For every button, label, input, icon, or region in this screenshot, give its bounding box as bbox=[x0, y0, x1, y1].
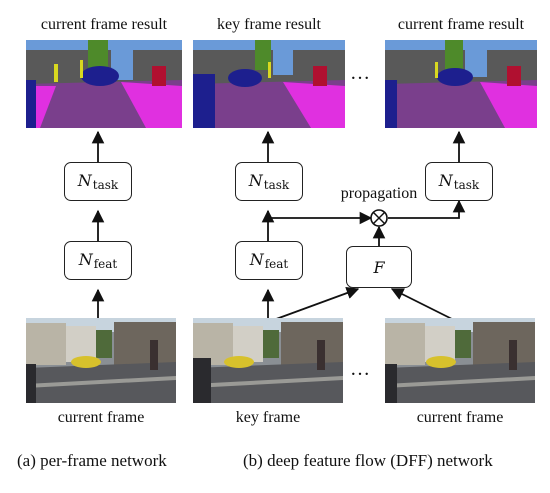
left-n-feat-box: Nfeat bbox=[64, 241, 132, 280]
top-ellipsis: … bbox=[350, 62, 371, 84]
right-segmentation-image bbox=[385, 40, 537, 128]
caption-dff: (b) deep feature flow (DFF) network bbox=[243, 451, 493, 470]
key-n-feat-box: Nfeat bbox=[235, 241, 303, 280]
flow-network-box: F bbox=[346, 246, 412, 288]
left-result-label: current frame result bbox=[40, 16, 168, 33]
bottom-ellipsis: … bbox=[350, 358, 371, 380]
key-frame-label: key frame bbox=[235, 409, 301, 426]
multiply-operator-icon bbox=[370, 209, 388, 227]
key-result-label: key frame result bbox=[217, 16, 321, 33]
key-segmentation-image bbox=[193, 40, 345, 128]
right-frame-label: current frame bbox=[416, 409, 504, 426]
left-n-task-box: Ntask bbox=[64, 162, 132, 201]
left-frame-label: current frame bbox=[57, 409, 145, 426]
left-input-frame-image bbox=[26, 318, 176, 403]
left-segmentation-image bbox=[26, 40, 182, 128]
right-input-frame-image bbox=[385, 318, 535, 403]
propagation-label: propagation bbox=[340, 185, 418, 202]
key-input-frame-image bbox=[193, 318, 343, 403]
caption-per-frame: (a) per-frame network bbox=[17, 451, 167, 470]
right-n-task-box: Ntask bbox=[425, 162, 493, 201]
key-n-task-box: Ntask bbox=[235, 162, 303, 201]
right-result-label: current frame result bbox=[397, 16, 525, 33]
